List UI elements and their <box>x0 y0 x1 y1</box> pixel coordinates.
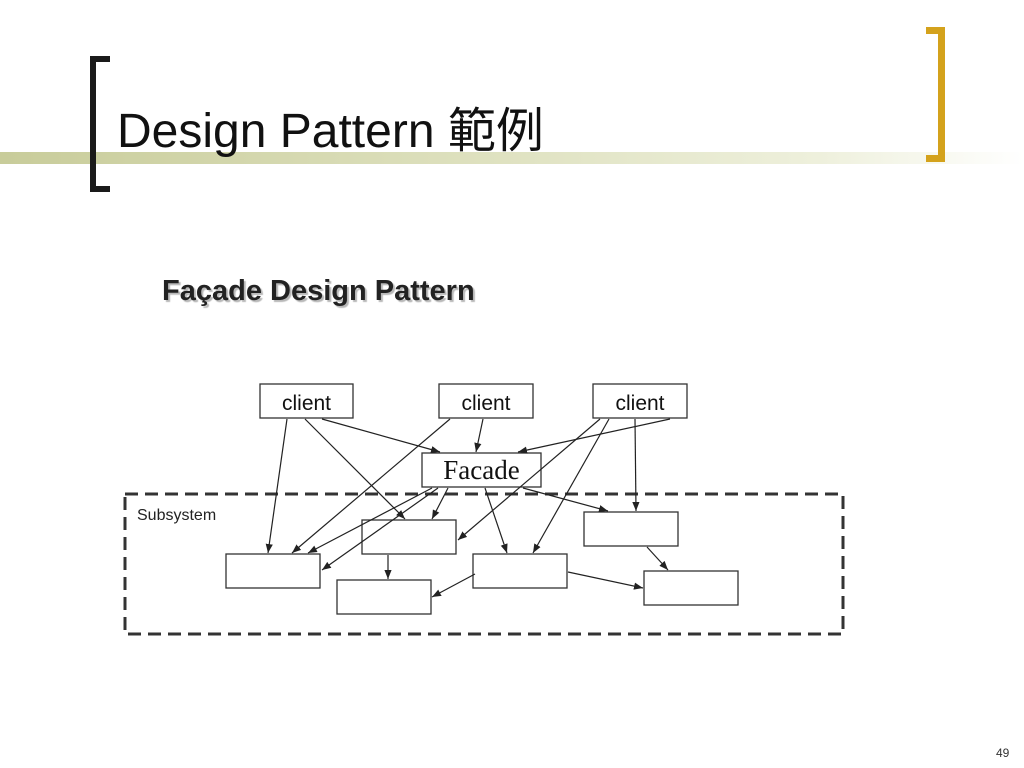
subsystem-component-4 <box>472 553 568 589</box>
arrow-client2-to-facade <box>474 418 484 453</box>
arrow-client1-to-comp2 <box>304 418 406 520</box>
arrow-facade-to-comp5 <box>522 487 609 513</box>
arrow-client2-to-comp1 <box>291 418 451 554</box>
arrow-client1-to-comp1 <box>265 418 288 554</box>
subsystem-label: Subsystem <box>137 507 216 524</box>
subsystem-component-6 <box>643 570 739 606</box>
subsystem-component-2 <box>361 519 457 555</box>
arrow-client3-to-comp2 <box>457 418 601 541</box>
arrow-comp5-to-comp6 <box>646 546 669 571</box>
arrow-client3-to-facade <box>517 418 671 454</box>
subsystem-component-3 <box>336 579 432 615</box>
arrow-facade-to-comp4 <box>484 487 508 554</box>
arrow-comp4-to-comp3 <box>431 573 476 598</box>
subsystem-boundary <box>123 492 845 636</box>
client-label-2: client <box>461 392 510 415</box>
client-box-3: client <box>592 383 688 419</box>
slide-subtitle: Façade Design Pattern <box>162 275 475 307</box>
client-box-2: client <box>438 383 534 419</box>
arrow-client3-to-comp5 <box>632 418 640 512</box>
slide-title: Design Pattern 範例 <box>117 105 544 158</box>
client-box-1: client <box>259 383 354 419</box>
left-bracket-decoration <box>90 56 110 192</box>
right-bracket-decoration <box>926 27 945 162</box>
arrow-client3-to-comp4 <box>532 418 610 554</box>
arrow-comp4-to-comp6 <box>567 571 644 590</box>
client-label-3: client <box>615 392 664 415</box>
subsystem-component-5 <box>583 511 679 547</box>
facade-box: Facade <box>421 452 542 488</box>
client-label-1: client <box>282 392 331 415</box>
title-underline-bar <box>0 152 1024 164</box>
subsystem-component-1 <box>225 553 321 589</box>
arrow-client1-to-facade <box>321 418 441 454</box>
dependency-arrows <box>265 418 671 598</box>
arrow-facade-to-comp1 <box>307 487 433 554</box>
page-number: 49 <box>996 746 1010 760</box>
facade-label: Facade <box>443 455 519 485</box>
arrow-facade-to-comp2 <box>431 487 449 520</box>
arrow-facade-to-comp3 <box>321 487 439 571</box>
